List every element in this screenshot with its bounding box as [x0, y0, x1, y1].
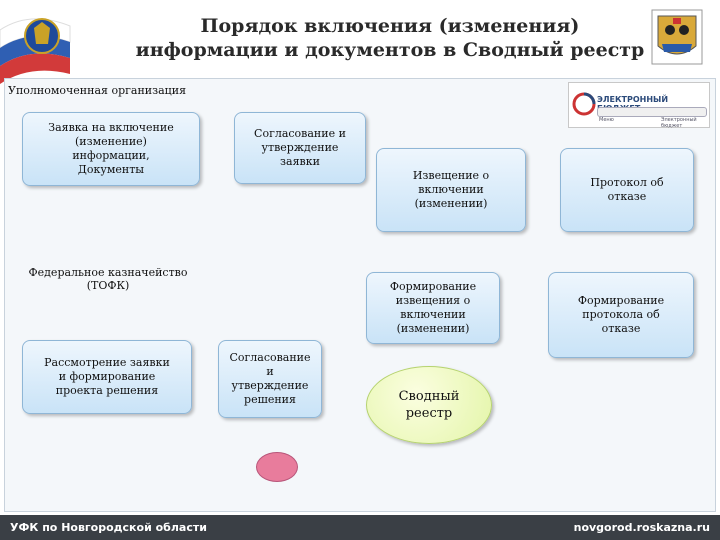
lane-label-tofk: Федеральное казначейство (ТОФК) [18, 266, 198, 292]
footer-bar: УФК по Новгородской области novgorod.ros… [0, 515, 720, 540]
page-title: Порядок включения (изменения) информации… [110, 14, 670, 62]
review-label: Рассмотрение заявки и формирование проек… [44, 356, 170, 397]
refusal-protocol-label: Протокол об отказе [590, 176, 664, 203]
electronic-budget-link[interactable]: Электронный бюджет [661, 117, 697, 129]
notice-label: Извещение о включении (изменении) [412, 169, 490, 210]
form-protocol-label: Формирование протокола об отказе [577, 294, 665, 335]
novgorod-coat-of-arms-icon [651, 9, 703, 65]
approval-tofk-box: Согласование и утверждение решения [218, 340, 322, 418]
review-box: Рассмотрение заявки и формирование проек… [22, 340, 192, 414]
lane-label-org: Уполномоченная организация [8, 84, 187, 97]
registry-ellipse: Сводный реестр [366, 366, 492, 444]
notice-box: Извещение о включении (изменении) [376, 148, 526, 232]
footer-org-name: УФК по Новгородской области [10, 521, 207, 534]
request-box: Заявка на включение (изменение) информац… [22, 112, 200, 186]
form-notice-box: Формирование извещения о включении (изме… [366, 272, 500, 344]
title-line-1: Порядок включения (изменения) [200, 15, 580, 37]
lane-label-tofk-line2: (ТОФК) [86, 279, 130, 292]
connector-node [256, 452, 298, 482]
form-protocol-box: Формирование протокола об отказе [548, 272, 694, 358]
approval-org-label: Согласование и утверждение заявки [254, 127, 346, 168]
electronic-budget-search-bar[interactable] [597, 107, 707, 117]
request-label: Заявка на включение (изменение) информац… [48, 121, 174, 176]
approval-tofk-label: Согласование и утверждение решения [229, 351, 311, 406]
refusal-protocol-box: Протокол об отказе [560, 148, 694, 232]
treasury-emblem-icon [0, 18, 71, 84]
title-line-2: информации и документов в Сводный реестр [135, 39, 645, 61]
electronic-budget-logo-icon [572, 92, 596, 116]
electronic-budget-menu[interactable]: Меню [599, 117, 614, 123]
footer-website[interactable]: novgorod.roskazna.ru [573, 521, 710, 534]
approval-org-box: Согласование и утверждение заявки [234, 112, 366, 184]
electronic-budget-widget: ЭЛЕКТРОННЫЙ БЮДЖЕТ Меню Электронный бюдж… [568, 82, 710, 129]
form-notice-label: Формирование извещения о включении (изме… [389, 280, 477, 335]
lane-label-tofk-line1: Федеральное казначейство [28, 266, 188, 279]
